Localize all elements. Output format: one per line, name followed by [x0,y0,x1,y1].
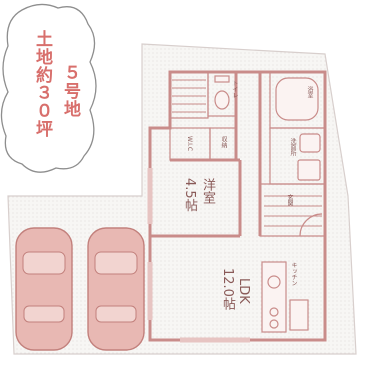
car-right [87,227,145,351]
western-room-name: 洋室 [200,178,215,204]
kitchen-sink [267,275,281,289]
entrance-label: 玄関 [286,194,293,206]
ldk-name: LDK [236,278,251,304]
wash-basin [299,133,321,153]
washing-machine [297,159,321,181]
badge-cloud [0,3,97,173]
car-left [15,227,73,351]
bathtub [275,77,319,121]
washroom-label: 洗面所 [289,138,296,156]
ldk-size: 12.0帖 [220,268,235,310]
badge-lot-number: ５号地 [60,64,80,118]
entrance-door-swing [299,213,323,237]
bath-label: 浴室 [306,86,313,98]
cooktop-burner-2 [269,319,279,329]
stair-treads [172,79,206,113]
kitchen-label: キッチン [290,262,297,286]
toilet-tank [214,75,230,83]
badge-area: 土地約３０坪 [32,30,52,138]
entrance-area [259,183,326,237]
toilet-fixture [214,90,230,110]
storage-label: 収納 [220,136,227,148]
cooktop-burner-1 [269,307,279,317]
entrance-steps [264,195,322,227]
western-room-size: 4.5帖 [182,178,197,212]
fridge [289,299,309,331]
closet-label: W.I.C [186,136,193,152]
toilet-label: トイレ [231,80,238,98]
